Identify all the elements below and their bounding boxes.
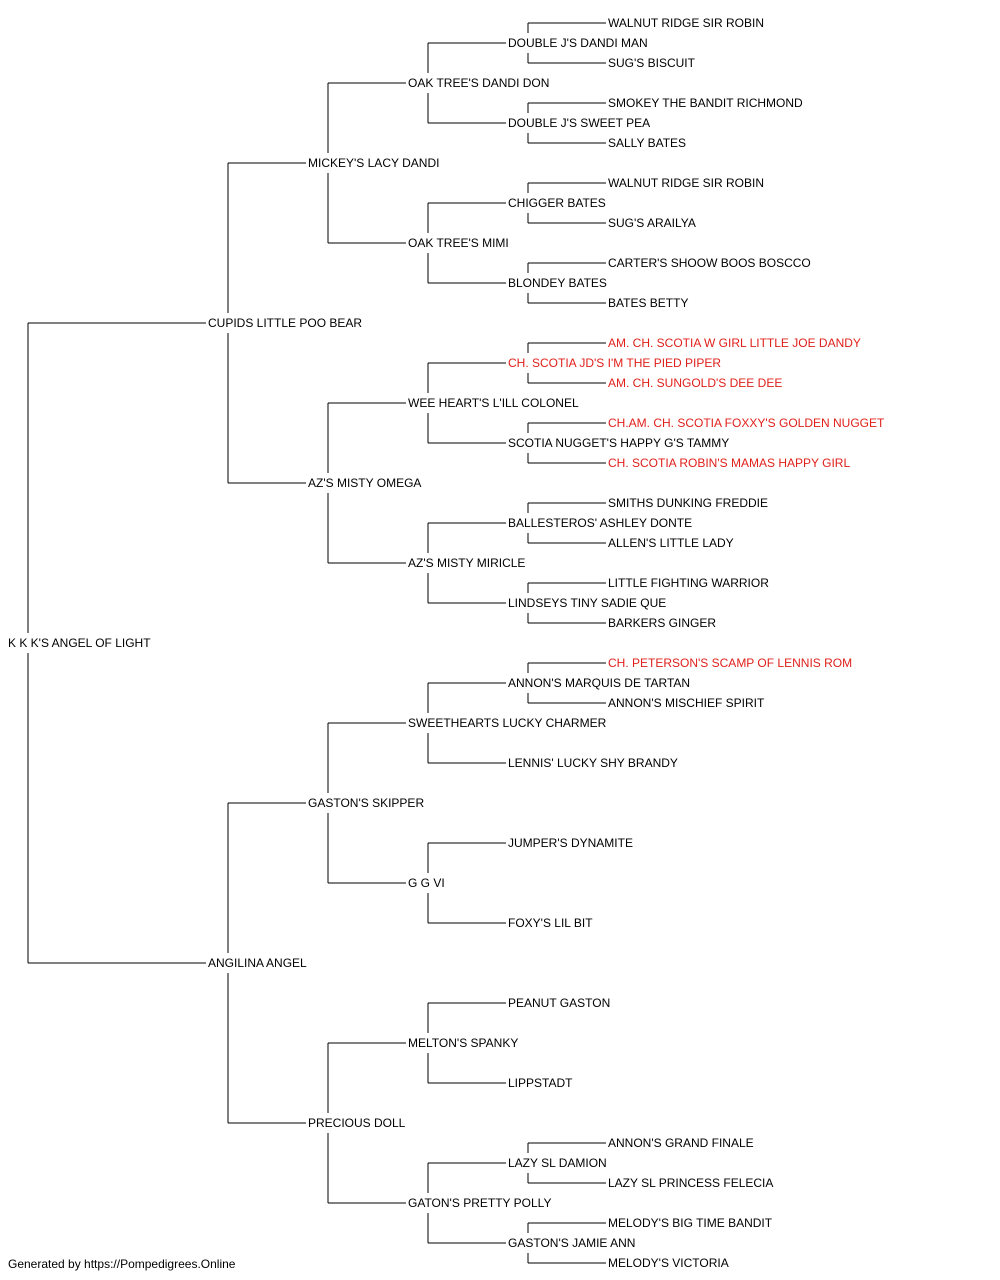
- dog-name-root-dam-sire-sire-sire-dam: ANNON'S MISCHIEF SPIRIT: [608, 696, 765, 710]
- dog-name-root-dam-sire-sire: SWEETHEARTS LUCKY CHARMER: [408, 716, 607, 730]
- dog-name-root-sire-sire-sire-sire-dam: SUG'S BISCUIT: [608, 56, 696, 70]
- dog-name-root-dam-sire-dam-sire: JUMPER'S DYNAMITE: [508, 836, 633, 850]
- dog-name-root-sire-dam-dam: AZ'S MISTY MIRICLE: [408, 556, 525, 570]
- dog-name-root-sire-dam-sire-sire: CH. SCOTIA JD'S I'M THE PIED PIPER: [508, 356, 721, 370]
- dog-name-root-sire-dam-dam-sire: BALLESTEROS' ASHLEY DONTE: [508, 516, 692, 530]
- dog-name-root-sire-dam-sire-sire-dam: AM. CH. SUNGOLD'S DEE DEE: [608, 376, 782, 390]
- dog-name-root-sire-dam-dam-sire-dam: ALLEN'S LITTLE LADY: [608, 536, 734, 550]
- dog-name-root-sire-sire-dam-dam-dam: BATES BETTY: [608, 296, 688, 310]
- dog-name-root-dam-sire-dam: G G VI: [408, 876, 445, 890]
- dog-name-root-sire-dam-sire-dam-dam: CH. SCOTIA ROBIN'S MAMAS HAPPY GIRL: [608, 456, 850, 470]
- dog-name-root-dam-sire-dam-dam: FOXY'S LIL BIT: [508, 916, 593, 930]
- dog-name-root-sire-sire-dam: OAK TREE'S MIMI: [408, 236, 509, 250]
- dog-name-root-sire-dam-dam-dam-dam: BARKERS GINGER: [608, 616, 716, 630]
- dog-name-root-sire-sire-sire: OAK TREE'S DANDI DON: [408, 76, 549, 90]
- dog-name-root-sire-dam-sire-sire-sire: AM. CH. SCOTIA W GIRL LITTLE JOE DANDY: [608, 336, 861, 350]
- dog-name-root-sire-dam-dam-dam: LINDSEYS TINY SADIE QUE: [508, 596, 666, 610]
- dog-name-root: K K K'S ANGEL OF LIGHT: [8, 636, 151, 650]
- dog-name-root-dam-dam-dam-sire-dam: LAZY SL PRINCESS FELECIA: [608, 1176, 773, 1190]
- dog-name-root-dam-dam-dam: GATON'S PRETTY POLLY: [408, 1196, 551, 1210]
- dog-name-root-sire-dam-sire: WEE HEART'S L'ILL COLONEL: [408, 396, 579, 410]
- dog-name-root-sire-sire-sire-sire: DOUBLE J'S DANDI MAN: [508, 36, 648, 50]
- dog-name-root-dam-dam-dam-sire: LAZY SL DAMION: [508, 1156, 607, 1170]
- dog-name-root-dam: ANGILINA ANGEL: [208, 956, 307, 970]
- dog-name-root-sire-sire-sire-dam-sire: SMOKEY THE BANDIT RICHMOND: [608, 96, 803, 110]
- dog-name-root-sire-sire-dam-dam-sire: CARTER'S SHOOW BOOS BOSCCO: [608, 256, 811, 270]
- dog-name-root-sire-dam-dam-sire-sire: SMITHS DUNKING FREDDIE: [608, 496, 768, 510]
- dog-name-root-sire-dam: AZ'S MISTY OMEGA: [308, 476, 421, 490]
- dog-name-root-sire-dam-sire-dam: SCOTIA NUGGET'S HAPPY G'S TAMMY: [508, 436, 729, 450]
- dog-name-root-dam-sire: GASTON'S SKIPPER: [308, 796, 424, 810]
- dog-name-root-sire-sire-sire-dam-dam: SALLY BATES: [608, 136, 686, 150]
- dog-name-root-dam-dam-dam-sire-sire: ANNON'S GRAND FINALE: [608, 1136, 754, 1150]
- dog-name-root-sire-sire-dam-sire-sire: WALNUT RIDGE SIR ROBIN: [608, 176, 764, 190]
- dog-name-root-dam-dam-sire: MELTON'S SPANKY: [408, 1036, 518, 1050]
- dog-name-root-sire-sire-sire-sire-sire: WALNUT RIDGE SIR ROBIN: [608, 16, 764, 30]
- generated-by-footer: Generated by https://Pompedigrees.Online: [8, 1257, 236, 1271]
- dog-name-root-sire-sire-dam-dam: BLONDEY BATES: [508, 276, 607, 290]
- dog-name-root-dam-dam-dam-dam-sire: MELODY'S BIG TIME BANDIT: [608, 1216, 773, 1230]
- dog-name-root-dam-dam-dam-dam: GASTON'S JAMIE ANN: [508, 1236, 635, 1250]
- dog-name-root-sire-sire-dam-sire-dam: SUG'S ARAILYA: [608, 216, 696, 230]
- dog-name-root-dam-sire-sire-sire: ANNON'S MARQUIS DE TARTAN: [508, 676, 690, 690]
- dog-name-root-sire-dam-sire-dam-sire: CH.AM. CH. SCOTIA FOXXY'S GOLDEN NUGGET: [608, 416, 885, 430]
- dog-name-root-dam-dam-dam-dam-dam: MELODY'S VICTORIA: [608, 1256, 729, 1270]
- dog-name-root-sire-dam-dam-dam-sire: LITTLE FIGHTING WARRIOR: [608, 576, 769, 590]
- dog-name-root-dam-sire-sire-dam: LENNIS' LUCKY SHY BRANDY: [508, 756, 678, 770]
- dog-name-root-dam-dam: PRECIOUS DOLL: [308, 1116, 406, 1130]
- dog-name-root-sire-sire-dam-sire: CHIGGER BATES: [508, 196, 606, 210]
- dog-name-root-sire-sire: MICKEY'S LACY DANDI: [308, 156, 439, 170]
- dog-name-root-sire-sire-sire-dam: DOUBLE J'S SWEET PEA: [508, 116, 650, 130]
- dog-name-root-sire: CUPIDS LITTLE POO BEAR: [208, 316, 362, 330]
- dog-name-root-dam-sire-sire-sire-sire: CH. PETERSON'S SCAMP OF LENNIS ROM: [608, 656, 852, 670]
- dog-name-root-dam-dam-sire-sire: PEANUT GASTON: [508, 996, 610, 1010]
- dog-name-root-dam-dam-sire-dam: LIPPSTADT: [508, 1076, 573, 1090]
